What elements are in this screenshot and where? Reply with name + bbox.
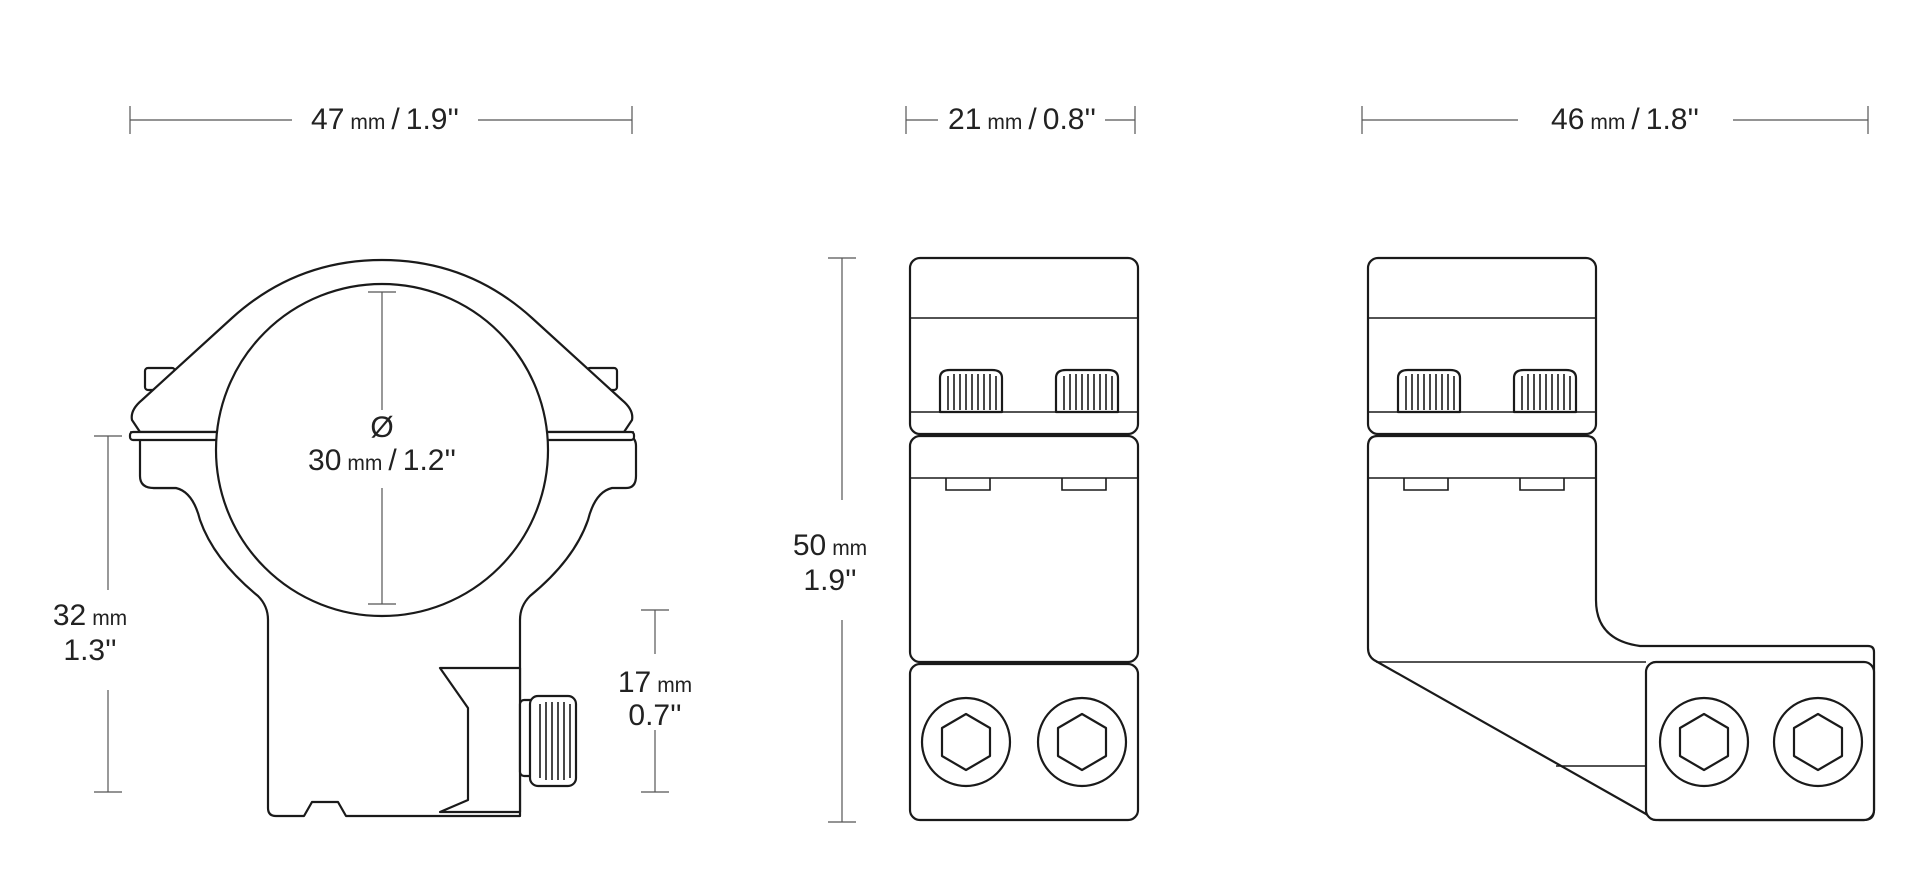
offset-view-mount	[1366, 256, 1876, 822]
side-screw-head-right	[1054, 368, 1120, 414]
offset-hex-bolt-right	[1772, 696, 1864, 788]
side-middle-block	[908, 434, 1140, 664]
side-hex-bolt-right	[1036, 696, 1128, 788]
dim-total-height-inch: 1.9''	[803, 564, 856, 597]
side-screw-head-left	[938, 368, 1004, 414]
offset-screw-head-left	[1396, 368, 1462, 414]
dim-center-height-inch: 1.3''	[63, 634, 116, 667]
side-hex-bolt-left	[920, 696, 1012, 788]
front-view-ring-mount	[128, 258, 638, 818]
offset-screw-head-right	[1512, 368, 1578, 414]
clamp-knob-knurling	[539, 702, 571, 780]
ring-tube-bore	[214, 282, 550, 618]
clamp-jaw	[438, 666, 522, 814]
clamp-knob	[528, 694, 578, 788]
side-view-mount	[908, 256, 1140, 822]
diameter-symbol: Ø	[370, 411, 393, 444]
dim-base-height-inch: 0.7''	[628, 699, 681, 732]
offset-hex-bolt-left	[1658, 696, 1750, 788]
